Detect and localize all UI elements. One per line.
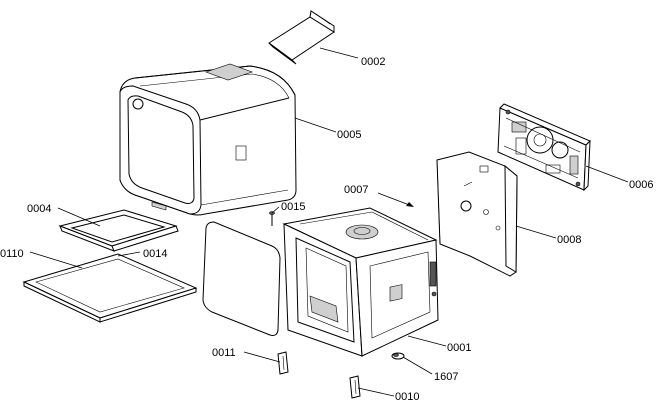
label-0008: 0008: [557, 234, 581, 246]
part-0007-pointer: [377, 192, 414, 207]
label-0011: 0011: [212, 347, 236, 359]
label-0004: 0004: [27, 203, 51, 215]
part-0001-oven-cavity: [282, 207, 439, 357]
label-0015: 0015: [281, 201, 305, 213]
part-0005-housing: [119, 63, 297, 216]
label-0005: 0005: [337, 129, 361, 141]
part-0014-glass-panel: [202, 221, 281, 336]
label-0007: 0007: [344, 184, 368, 196]
label-1607: 1607: [434, 371, 458, 383]
part-0008-side-panel: [436, 151, 518, 277]
label-0006: 0006: [629, 179, 653, 191]
part-0110-tray: [22, 253, 198, 323]
part-0015-screw: [269, 211, 275, 226]
label-0002: 0002: [361, 56, 385, 68]
part-0011-hinge: [277, 351, 289, 375]
part-1607-plug: [391, 352, 405, 360]
label-0010: 0010: [395, 391, 419, 401]
leader-lines: [29, 47, 629, 397]
part-labels: 0002 0005 0006 0007 0008 0004 0015 0110 …: [0, 56, 653, 401]
part-0004-door-frame: [58, 209, 179, 252]
label-0001: 0001: [447, 342, 471, 354]
label-0014: 0014: [143, 248, 167, 260]
label-0110: 0110: [0, 248, 24, 260]
part-0002-bracket: [268, 10, 335, 65]
part-0010-hinge: [349, 375, 361, 399]
part-0006-control-module: [497, 103, 591, 192]
